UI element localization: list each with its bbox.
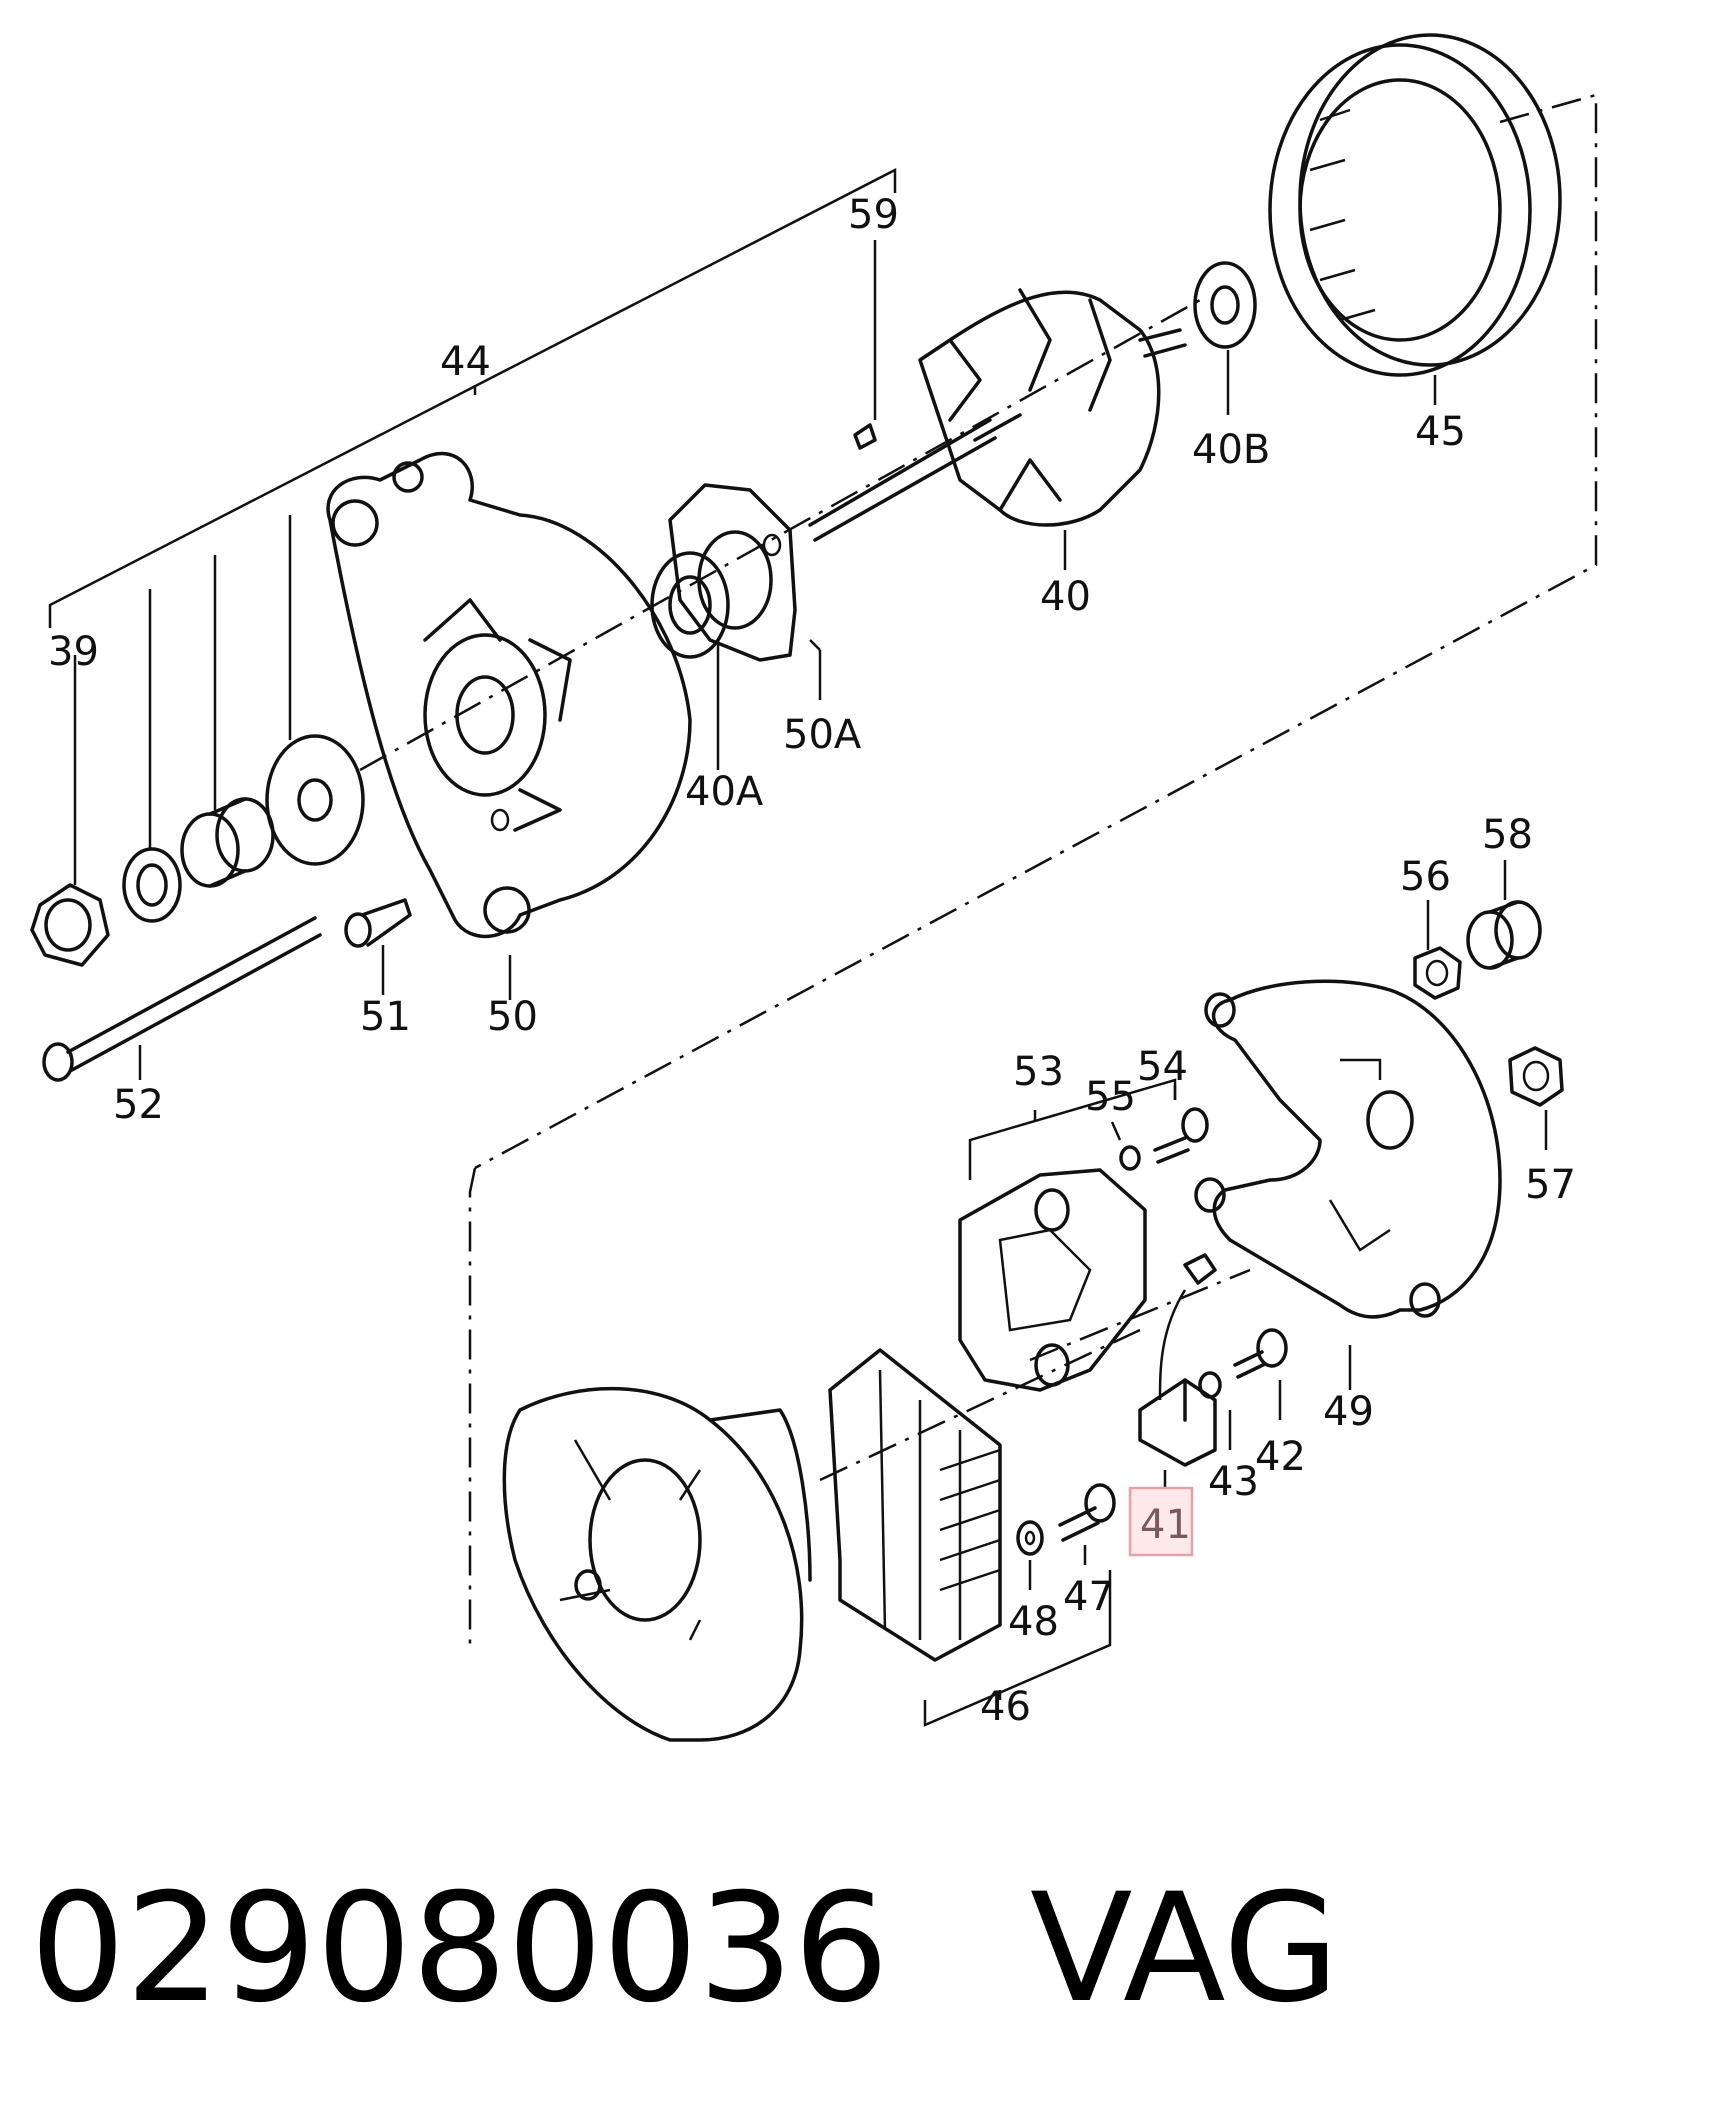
label-52: 52	[113, 1082, 164, 1128]
brand-name: VAG	[1030, 1862, 1339, 2036]
label-40A: 40A	[685, 769, 764, 815]
nut-56	[1413, 900, 1462, 1000]
label-53: 53	[1013, 1049, 1064, 1095]
part-labels: 39 44 59 40B 45 40 50A 40A 51 50 52 58 5…	[48, 192, 1576, 1730]
screw-47	[1058, 1483, 1116, 1565]
label-42: 42	[1255, 1434, 1306, 1480]
screw-51	[344, 898, 412, 995]
label-48: 48	[1008, 1599, 1059, 1645]
rectifier-46	[828, 1348, 1112, 1727]
label-50: 50	[487, 994, 538, 1040]
label-59: 59	[848, 192, 899, 238]
slip-ring-housing-49	[1194, 979, 1502, 1390]
stator-45	[1268, 33, 1562, 405]
bearing-plate-50A	[668, 483, 822, 700]
label-55: 55	[1085, 1074, 1136, 1120]
label-57: 57	[1525, 1162, 1576, 1208]
bolt-52	[42, 916, 322, 1082]
brush-41	[1138, 1378, 1217, 1500]
screw-54	[1153, 1085, 1209, 1164]
washer-48	[1016, 1520, 1044, 1590]
drive-end-housing-50	[326, 451, 692, 1000]
nut-39	[30, 655, 110, 967]
rotor-40	[808, 288, 1187, 570]
bracket-44	[48, 167, 897, 850]
label-39: 39	[48, 629, 99, 675]
label-40: 40	[1040, 574, 1091, 620]
bearing-40A	[650, 551, 730, 770]
rear-housing	[502, 1386, 812, 1742]
label-46: 46	[980, 1684, 1031, 1730]
label-51: 51	[360, 994, 411, 1040]
bearing-40B	[1193, 261, 1257, 415]
highlight-box-41	[1128, 1486, 1194, 1557]
washer-55	[1110, 1121, 1141, 1171]
nut-57	[1508, 1046, 1564, 1150]
sleeve-58	[1466, 860, 1542, 970]
washer-and-spacer	[122, 734, 365, 923]
key-59	[853, 240, 877, 450]
screw-42	[1233, 1328, 1288, 1420]
label-56: 56	[1400, 854, 1451, 900]
label-44: 44	[440, 339, 491, 385]
label-58: 58	[1482, 812, 1533, 858]
label-49: 49	[1323, 1389, 1374, 1435]
label-45: 45	[1415, 409, 1466, 455]
part-code: 029080036	[30, 1862, 889, 2036]
label-43: 43	[1208, 1459, 1259, 1505]
label-50A: 50A	[783, 712, 862, 758]
clip	[1158, 1253, 1217, 1401]
label-41: 41	[1140, 1502, 1191, 1548]
label-40B: 40B	[1192, 427, 1270, 473]
label-54: 54	[1137, 1044, 1188, 1090]
label-47: 47	[1063, 1574, 1114, 1620]
assembly-frame	[359, 93, 1598, 1650]
